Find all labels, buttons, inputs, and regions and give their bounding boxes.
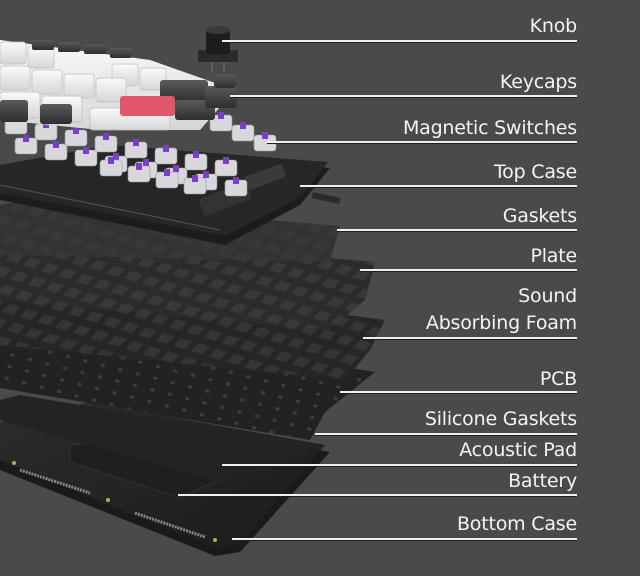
leader-line-gaskets [337,229,577,231]
leader-line-bottom-case [232,538,577,540]
switch-stem [73,127,79,134]
leader-line-battery [178,494,577,496]
switch-stem [108,157,114,164]
leader-line-knob [222,40,577,42]
label-pcb: PCB [539,368,577,390]
label-battery: Battery [508,470,577,492]
layer-switches [4,112,277,197]
label-top-case: Top Case [493,161,577,183]
switch-stem [164,169,170,176]
switch-stem [192,175,198,182]
switch-stem [173,165,179,172]
switch-stem [136,163,142,170]
label-sound-absorbing-foam: Absorbing Foam [425,312,577,334]
layer-keycaps [0,40,237,131]
switch-stem [53,141,59,148]
switch-stem [83,147,89,154]
switch-stem [103,133,109,140]
leader-line-magnetic-switches [267,141,577,143]
leader-line-pcb [340,391,577,393]
leader-line-sound-absorbing-foam [363,337,577,339]
label-plate: Plate [530,245,577,267]
switch-stem [133,139,139,146]
label-sound-line1: Sound [518,285,577,307]
knob-illustration [198,26,238,72]
label-magnetic-switches: Magnetic Switches [402,117,577,139]
switch-stem [262,132,268,139]
leader-line-keycaps [230,95,577,97]
label-acoustic-pad: Acoustic Pad [459,439,577,461]
switch-stem [203,171,209,178]
label-gaskets: Gaskets [502,205,577,227]
switch-stem [163,145,169,152]
leader-line-acoustic-pad [222,464,577,466]
label-keycaps: Keycaps [499,71,577,93]
switch-stem [223,157,229,164]
switch-stem [218,112,224,119]
leader-line-plate [360,269,577,271]
switch-stem [193,151,199,158]
accent-keycap [120,96,175,116]
label-bottom-case: Bottom Case [456,513,577,535]
switch-stem [113,153,119,160]
label-silicone-gaskets: Silicone Gaskets [424,408,577,430]
switch-stem [143,159,149,166]
switch-stem [240,122,246,129]
label-knob: Knob [529,15,578,37]
leader-line-silicone-gaskets [315,433,577,435]
switch-stem [233,177,239,184]
layer-acoustic-pad [0,395,320,480]
switch-stem [23,135,29,142]
leader-line-top-case [300,185,577,187]
